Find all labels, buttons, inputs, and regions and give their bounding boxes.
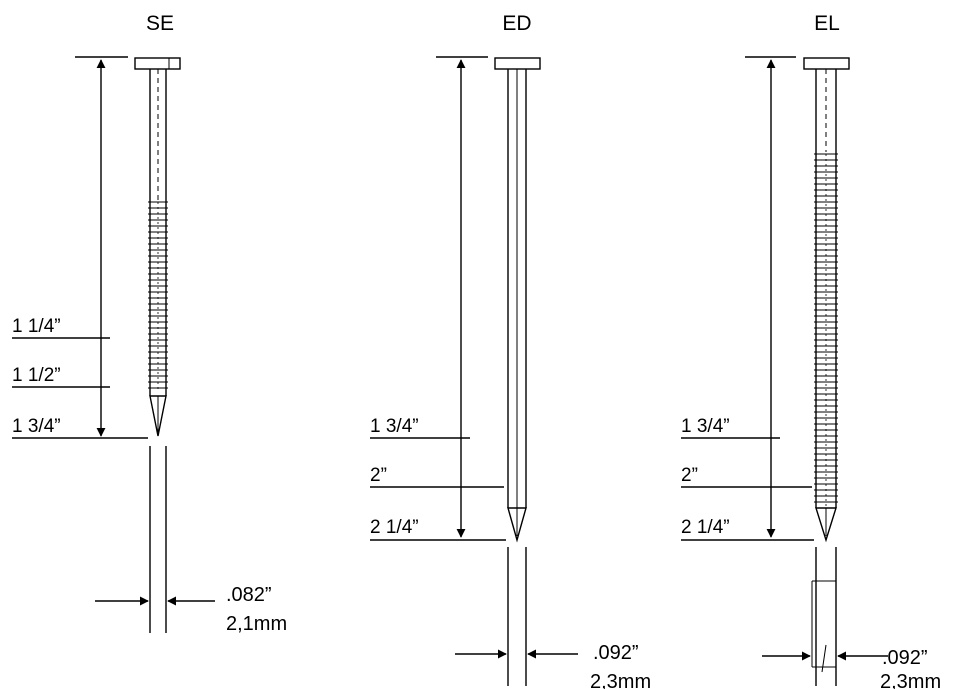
nail-se-group: SE 1 1/4” 1 1/2” 1 3/4” .082” 2,1mm xyxy=(12,12,287,635)
nail-ed-diameter-mm: 2,3mm xyxy=(590,671,651,689)
nail-el-diameter-mm: 2,3mm xyxy=(880,671,941,689)
nail-se-title: SE xyxy=(146,12,174,35)
nail-el-head xyxy=(803,57,850,70)
nail-el-length-label: 2” xyxy=(681,465,698,486)
nail-ed-head xyxy=(494,57,541,70)
nail-ed-diameter-in: .092” xyxy=(593,642,639,664)
nail-se-length-label: 1 3/4” xyxy=(12,416,61,437)
nail-se-head xyxy=(134,57,181,70)
nail-ed-title: ED xyxy=(502,12,531,35)
nail-ed-length-label: 2” xyxy=(370,465,387,486)
nail-se-length-label: 1 1/4” xyxy=(12,316,61,337)
nail-el-diameter-in: .092” xyxy=(882,647,928,669)
nail-se-length-label: 1 1/2” xyxy=(12,365,61,386)
nail-el-ring-shank xyxy=(814,153,838,506)
nail-el-length-label: 2 1/4” xyxy=(681,517,730,538)
nail-se-diameter-mm: 2,1mm xyxy=(226,613,287,635)
nail-se-ring-shank xyxy=(148,201,168,392)
nail-se-diameter-in: .082” xyxy=(226,584,272,606)
nail-el-title: EL xyxy=(814,12,840,35)
nail-el-group: EL 1 3/4” 2” 2 1/4” .092” 2,3mm xyxy=(681,12,941,689)
nail-ed-group: ED 1 3/4” 2” 2 1/4” .092” 2,3mm xyxy=(370,12,651,689)
nail-ed-length-label: 2 1/4” xyxy=(370,517,419,538)
nail-el-length-label: 1 3/4” xyxy=(681,416,730,437)
nail-ed-length-label: 1 3/4” xyxy=(370,416,419,437)
